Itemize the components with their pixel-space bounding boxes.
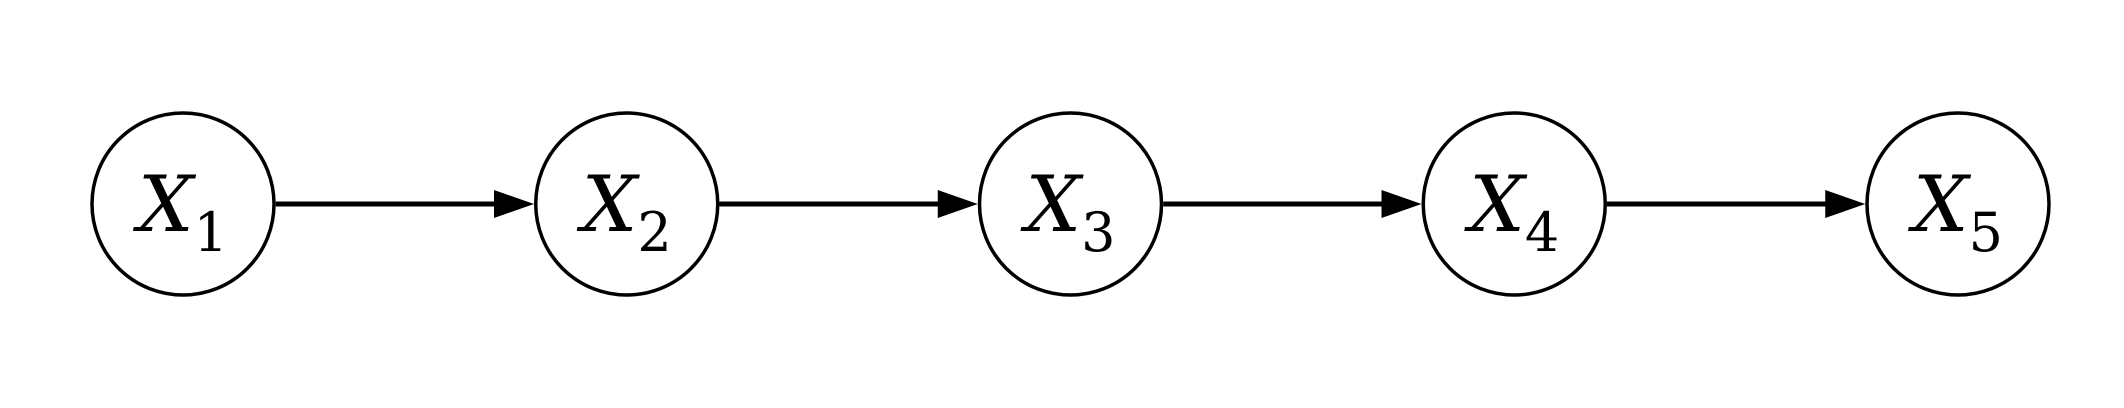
node-label-subscript: 3 [1081,201,1115,264]
node-circle [1865,111,2051,297]
node-label: X3 [1020,160,1116,264]
node-X4: X4 [1421,111,1607,297]
edge-X1-X2 [275,190,534,218]
node-label-subscript: 4 [1525,201,1559,264]
node-label-variable: X [1463,160,1528,250]
node-label-variable: X [132,160,197,250]
node-X1: X1 [90,111,276,297]
node-circle [534,111,720,297]
node-label: X5 [1907,160,2003,264]
node-X3: X3 [977,111,1164,297]
node-label: X1 [132,160,228,264]
node-label-subscript: 2 [637,201,671,264]
node-label-variable: X [1907,160,1972,250]
node-circle [977,111,1164,297]
arrowhead-icon [1825,190,1866,218]
node-label: X2 [576,160,672,264]
node-label: X4 [1463,160,1559,264]
node-label-subscript: 1 [194,201,228,264]
arrowhead-icon [1381,190,1422,218]
node-X2: X2 [534,111,720,297]
edge-X2-X3 [719,190,978,218]
edge-X3-X4 [1163,190,1422,218]
edge-X4-X5 [1607,190,1866,218]
node-circle [90,111,276,297]
node-label-subscript: 5 [1969,201,2003,264]
node-label-variable: X [1020,160,1085,250]
node-X5: X5 [1865,111,2051,297]
arrowhead-icon [494,190,534,218]
arrowhead-icon [937,190,978,218]
node-circle [1421,111,1607,297]
node-label-variable: X [576,160,641,250]
